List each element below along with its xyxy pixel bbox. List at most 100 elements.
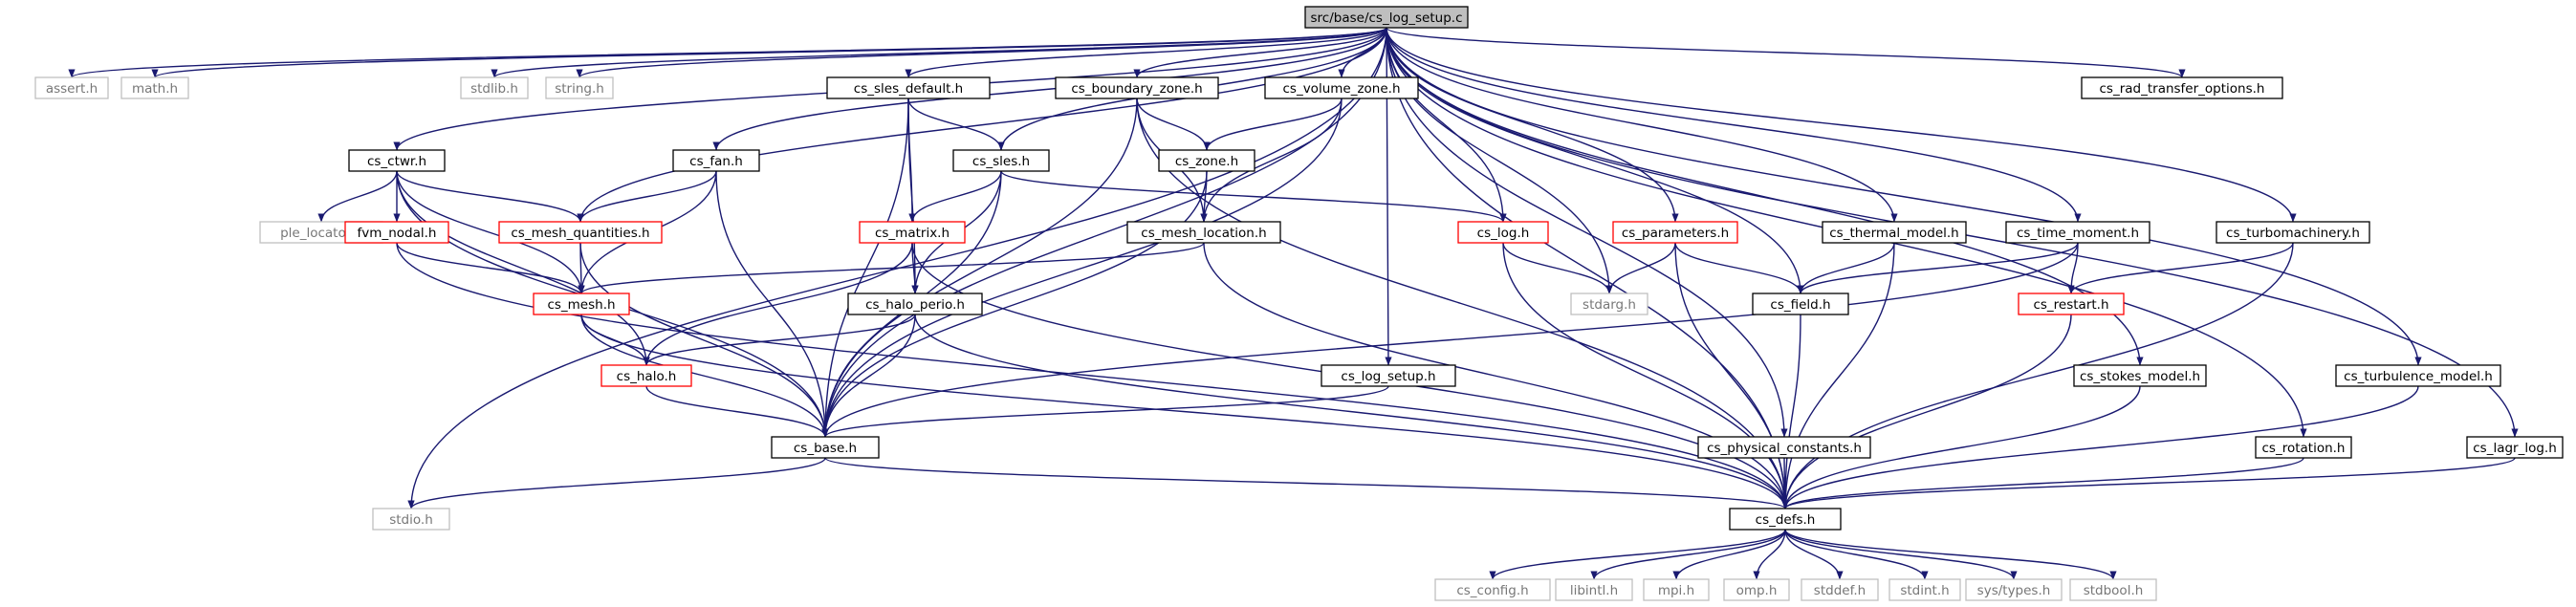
edge-stokes-model-to-defs xyxy=(1781,385,2141,509)
node-volume-zone[interactable]: cs_volume_zone.h xyxy=(1264,76,1419,99)
node-label: math.h xyxy=(132,81,178,97)
edge-ctwr-to-mesh-quantities xyxy=(396,170,584,223)
edge-defs-to-stdint xyxy=(1784,529,1929,580)
edge-matrix-to-halo xyxy=(643,242,913,366)
edge-root-to-physical-constants xyxy=(1386,27,1788,438)
node-label: cs_matrix.h xyxy=(875,226,950,241)
edge-root-to-mesh-quantities xyxy=(577,27,1387,223)
node-log-setup[interactable]: cs_log_setup.h xyxy=(1321,364,1456,387)
edge-turbomachinery-to-restart xyxy=(2067,242,2294,294)
node-sles-default[interactable]: cs_sles_default.h xyxy=(826,76,991,99)
edge-defs-to-libintl xyxy=(1590,529,1786,580)
node-box xyxy=(1643,578,1710,601)
node-label: cs_sles_default.h xyxy=(854,81,963,97)
node-boundary-zone[interactable]: cs_boundary_zone.h xyxy=(1055,76,1219,99)
edge-defs-to-mpi xyxy=(1672,529,1786,580)
node-parameters[interactable]: cs_parameters.h xyxy=(1612,221,1738,244)
node-box xyxy=(1570,293,1648,315)
node-log[interactable]: cs_log.h xyxy=(1457,221,1549,244)
node-label: cs_stokes_model.h xyxy=(2080,369,2200,384)
edge-defs-to-stdbool xyxy=(1784,529,2117,580)
edge-mesh-location-to-mesh xyxy=(578,242,1205,294)
node-box xyxy=(1264,76,1419,99)
edge-root-to-math xyxy=(151,27,1387,78)
node-box xyxy=(1158,149,1255,172)
node-label: cs_turbulence_model.h xyxy=(2344,369,2493,384)
edge-volume-zone-to-base xyxy=(821,98,1343,438)
node-box xyxy=(1555,578,1633,601)
edge-sles-to-log xyxy=(1000,170,1507,223)
edge-root-to-stdarg xyxy=(1386,27,1613,294)
edge-root-to-fan xyxy=(712,27,1387,151)
node-box xyxy=(952,149,1050,172)
node-stokes-model[interactable]: cs_stokes_model.h xyxy=(2073,364,2207,387)
node-label: cs_mesh_quantities.h xyxy=(511,226,649,241)
edge-root-to-assert xyxy=(68,27,1387,78)
node-label: cs_boundary_zone.h xyxy=(1071,81,1202,97)
node-label: cs_sles.h xyxy=(972,154,1030,169)
node-box xyxy=(34,76,109,99)
node-sles[interactable]: cs_sles.h xyxy=(952,149,1050,172)
node-box xyxy=(1965,578,2063,601)
edges-layer xyxy=(68,27,2519,580)
node-rotation[interactable]: cs_rotation.h xyxy=(2255,436,2352,459)
node-box xyxy=(2005,221,2150,244)
node-box xyxy=(1126,221,1281,244)
node-box xyxy=(533,293,630,315)
node-halo-perio[interactable]: cs_halo_perio.h xyxy=(847,293,983,315)
node-label: string.h xyxy=(555,81,604,97)
node-box xyxy=(1304,6,1469,29)
edge-parameters-to-field xyxy=(1674,242,1804,294)
node-label: sys/types.h xyxy=(1977,583,2051,598)
node-label: cs_defs.h xyxy=(1756,512,1816,528)
edge-field-to-defs xyxy=(1781,314,1801,509)
node-label: cs_rad_transfer_options.h xyxy=(2100,81,2265,97)
node-defs[interactable]: cs_defs.h xyxy=(1729,508,1842,531)
node-field[interactable]: cs_field.h xyxy=(1752,293,1849,315)
node-thermal-model[interactable]: cs_thermal_model.h xyxy=(1822,221,1967,244)
edge-root-to-stdlib xyxy=(491,27,1387,78)
node-label: stdarg.h xyxy=(1583,297,1636,313)
node-zone[interactable]: cs_zone.h xyxy=(1158,149,1255,172)
node-box xyxy=(344,221,449,244)
edge-defs-to-stddef xyxy=(1784,529,1844,580)
node-mesh[interactable]: cs_mesh.h xyxy=(533,293,630,315)
node-ctwr[interactable]: cs_ctwr.h xyxy=(348,149,446,172)
node-box xyxy=(498,221,663,244)
node-fvm-nodal[interactable]: fvm_nodal.h xyxy=(344,221,449,244)
node-physical-constants[interactable]: cs_physical_constants.h xyxy=(1697,436,1871,459)
node-label: src/base/cs_log_setup.c xyxy=(1311,11,1463,26)
node-base[interactable]: cs_base.h xyxy=(771,436,880,459)
node-lagr-log[interactable]: cs_lagr_log.h xyxy=(2466,436,2564,459)
node-rad-transfer[interactable]: cs_rad_transfer_options.h xyxy=(2081,76,2283,99)
edge-boundary-zone-to-base xyxy=(821,98,1138,438)
node-turbulence-model[interactable]: cs_turbulence_model.h xyxy=(2335,364,2501,387)
node-assert: assert.h xyxy=(34,76,109,99)
node-box xyxy=(2069,578,2157,601)
node-turbomachinery[interactable]: cs_turbomachinery.h xyxy=(2216,221,2370,244)
node-stdbool: stdbool.h xyxy=(2069,578,2157,601)
node-label: cs_mesh_location.h xyxy=(1141,226,1266,241)
node-mesh-quantities[interactable]: cs_mesh_quantities.h xyxy=(498,221,663,244)
edge-ctwr-to-ple-locator xyxy=(317,170,398,223)
node-time-moment[interactable]: cs_time_moment.h xyxy=(2005,221,2150,244)
node-fan[interactable]: cs_fan.h xyxy=(672,149,760,172)
node-root: src/base/cs_log_setup.c xyxy=(1304,6,1469,29)
edge-ctwr-to-mesh xyxy=(396,170,585,294)
node-systypes: sys/types.h xyxy=(1965,578,2063,601)
edge-mesh-to-base xyxy=(580,314,829,438)
node-label: cs_config.h xyxy=(1456,583,1528,598)
node-mesh-location[interactable]: cs_mesh_location.h xyxy=(1126,221,1281,244)
edge-volume-zone-to-zone xyxy=(1203,98,1343,151)
edge-root-to-turbulence-model xyxy=(1386,27,2422,366)
node-stdio: stdio.h xyxy=(372,508,450,531)
node-matrix[interactable]: cs_matrix.h xyxy=(859,221,966,244)
node-math: math.h xyxy=(120,76,189,99)
node-restart[interactable]: cs_restart.h xyxy=(2018,293,2125,315)
node-halo[interactable]: cs_halo.h xyxy=(600,364,692,387)
node-box xyxy=(1801,578,1879,601)
node-box xyxy=(460,76,529,99)
edge-sles-default-to-halo-perio xyxy=(907,98,919,294)
edge-turbulence-model-to-defs xyxy=(1781,385,2419,509)
node-box xyxy=(859,221,966,244)
